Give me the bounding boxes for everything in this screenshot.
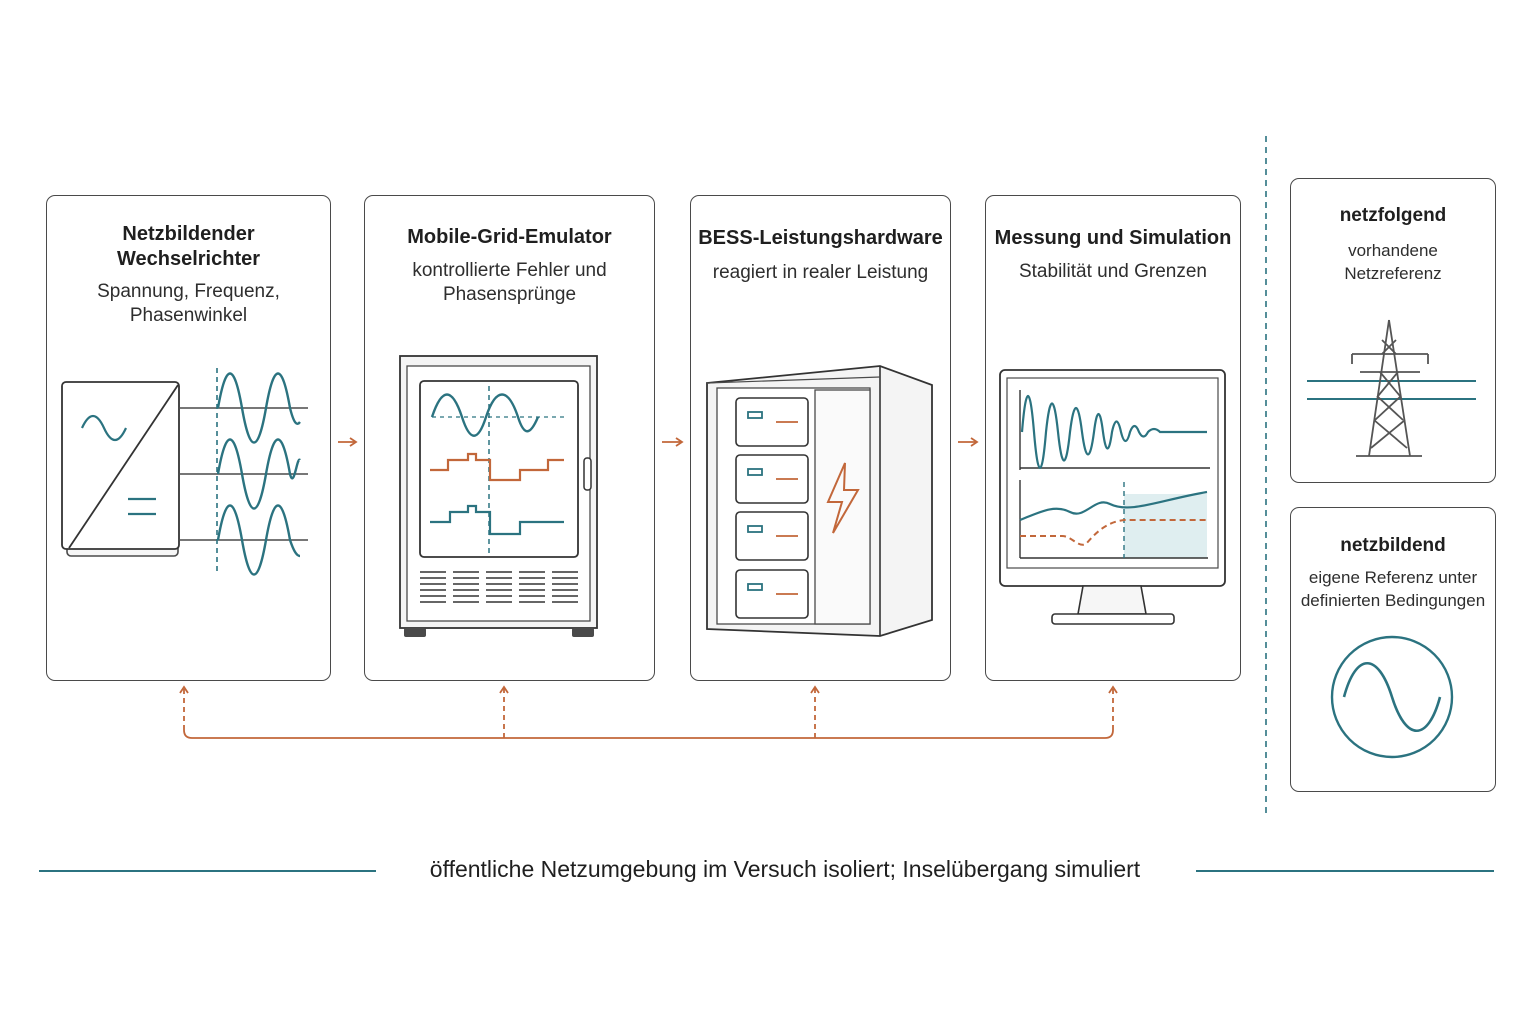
grid-emulator-cabinet-icon bbox=[399, 355, 598, 637]
mode-card-grid-forming: netzbildend eigene Referenz unter defini… bbox=[1290, 507, 1496, 792]
mode-title: netzbildend bbox=[1340, 535, 1446, 556]
stage-subtitle: Stabilität und Grenzen bbox=[1018, 261, 1207, 282]
mode-subtitle: vorhandene Netzreferenz bbox=[1344, 241, 1442, 283]
mode-subtitle: eigene Referenz unter definierten Beding… bbox=[1300, 568, 1486, 610]
inverter-icon bbox=[61, 368, 308, 576]
mode-card-grid-following: netzfolgend vorhandene Netzreferenz bbox=[1290, 178, 1496, 483]
mode-title: netzfolgend bbox=[1339, 205, 1447, 226]
sine-source-icon bbox=[1330, 635, 1454, 759]
stage-subtitle: kontrollierte Fehler und Phasensprünge bbox=[412, 260, 607, 305]
stage-title: BESS-Leistungshardware bbox=[698, 227, 943, 249]
feedback-bus bbox=[179, 685, 1118, 739]
battery-rack-icon bbox=[706, 365, 933, 637]
stage-title: Netzbildender Wechselrichter bbox=[116, 223, 261, 270]
transmission-tower-icon bbox=[1307, 319, 1476, 457]
stage-title: Mobile-Grid-Emulator bbox=[407, 226, 612, 248]
monitor-chart-icon bbox=[999, 369, 1226, 625]
stage-subtitle: reagiert in realer Leistung bbox=[712, 262, 929, 283]
footer-caption: öffentliche Netzumgebung im Versuch isol… bbox=[429, 856, 1141, 882]
stage-subtitle: Spannung, Frequenz, Phasenwinkel bbox=[97, 281, 280, 326]
stage-title: Messung und Simulation bbox=[994, 227, 1232, 249]
